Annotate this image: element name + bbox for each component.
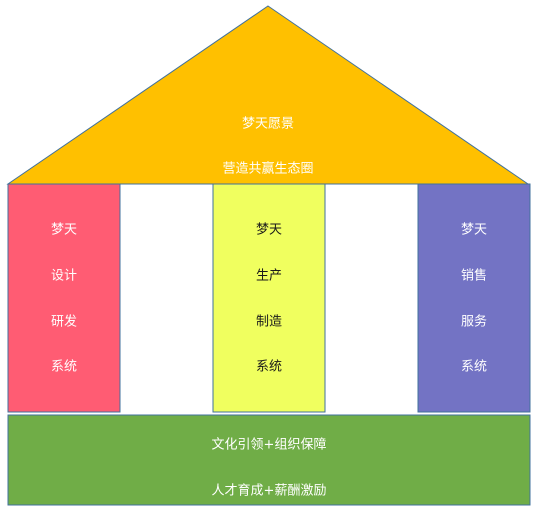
foundation-base xyxy=(7,414,531,506)
pillar-design-rd-line-4: 系统 xyxy=(51,360,77,375)
roof-ecosystem-label: 营造共赢生态圈 xyxy=(222,161,313,177)
roof-vision-label: 梦天愿景 xyxy=(242,117,294,132)
pillar-sales-service-line-2: 销售 xyxy=(461,268,487,284)
pillar-production-line-3: 制造 xyxy=(256,315,282,330)
pillar-production-line-2: 生产 xyxy=(256,269,282,284)
pillar-sales-service-line-3: 服务 xyxy=(461,314,487,330)
foundation-talent-label: 人才育成+薪酬激励 xyxy=(212,483,327,499)
pillar-sales-service-line-1: 梦天 xyxy=(461,223,487,238)
pillar-production-line-1: 梦天 xyxy=(256,223,282,238)
pillar-design-rd-line-1: 梦天 xyxy=(51,223,77,238)
pillar-design-rd-line-2: 设计 xyxy=(51,269,77,284)
pillar-design-rd-line-3: 研发 xyxy=(51,314,77,330)
foundation-culture-label: 文化引领+组织保障 xyxy=(212,438,327,453)
pillar-sales-service xyxy=(417,183,531,413)
pillar-design-rd xyxy=(7,183,121,413)
roof-shape xyxy=(6,5,530,185)
pillar-production xyxy=(212,183,326,413)
pillar-sales-service-line-4: 系统 xyxy=(461,360,487,375)
pillar-production-line-4: 系统 xyxy=(256,360,282,375)
